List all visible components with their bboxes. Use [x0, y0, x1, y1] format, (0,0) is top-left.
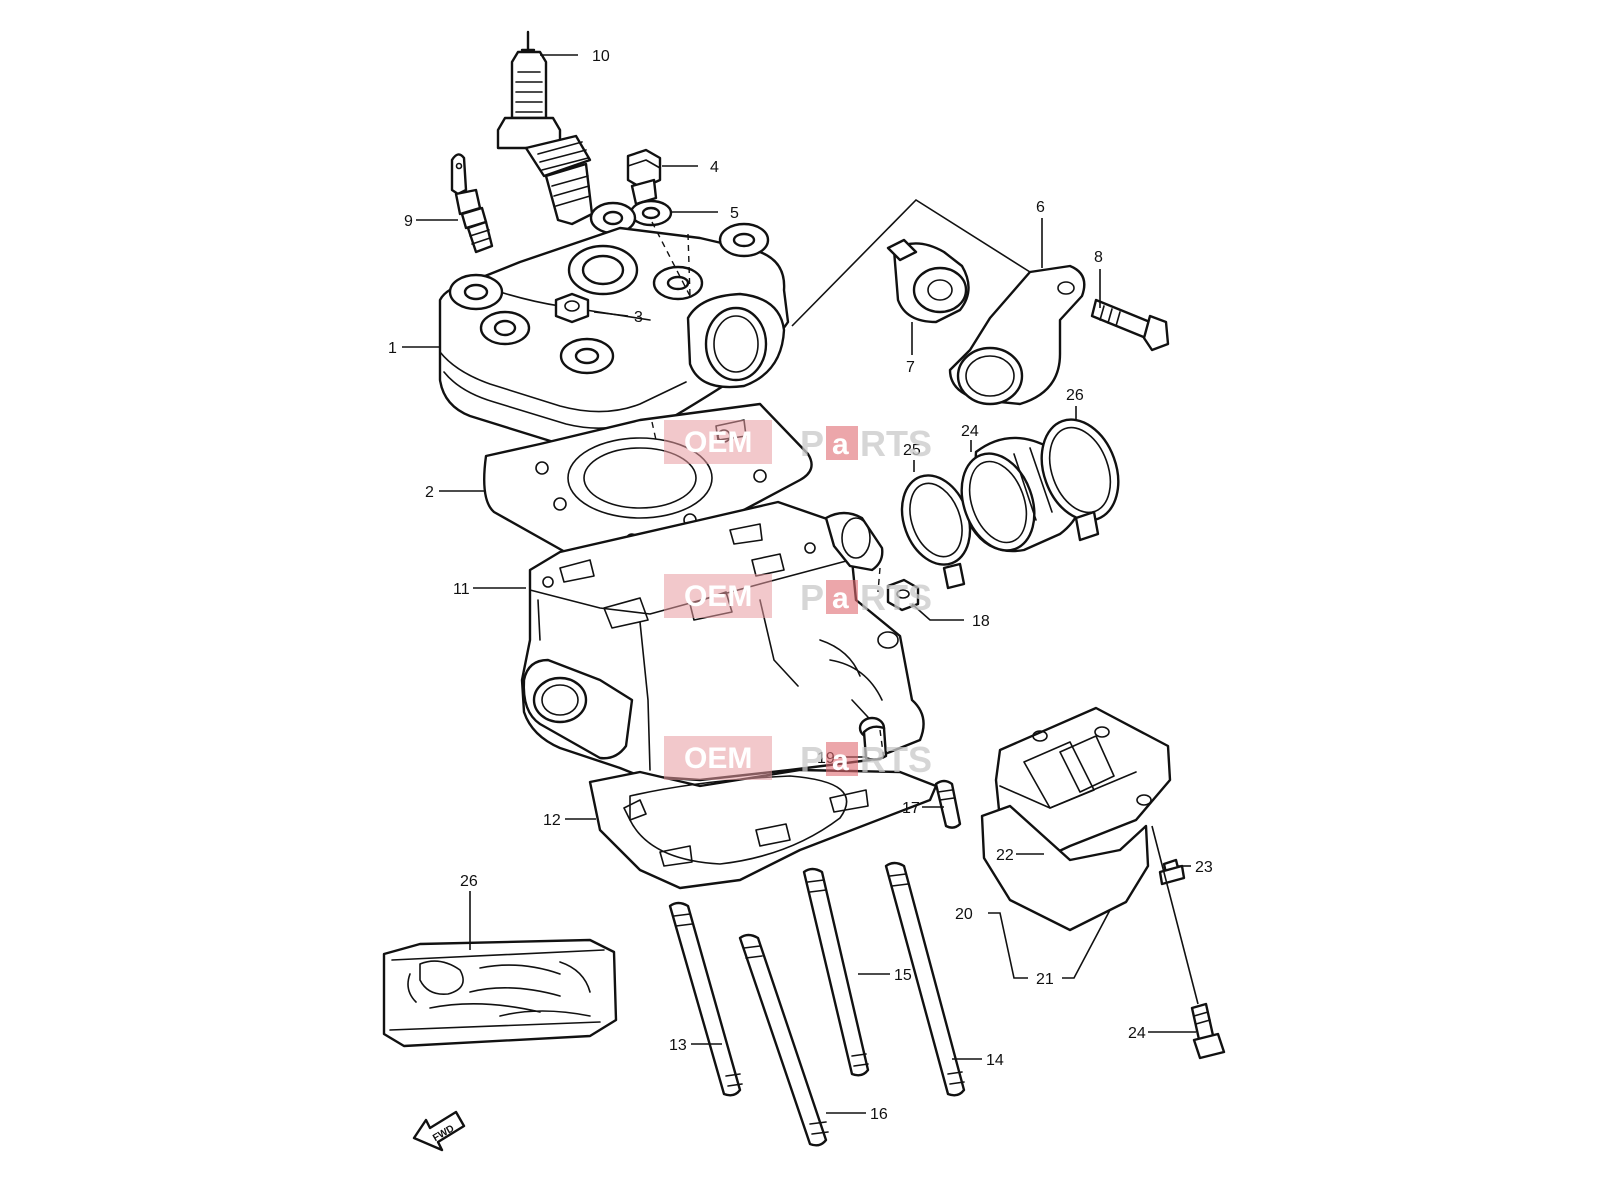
svg-text:OEM: OEM — [684, 742, 752, 775]
gasket-set-part — [382, 938, 618, 1048]
callout-22: 22 — [996, 847, 1014, 864]
callout-4: 4 — [710, 159, 719, 176]
callout-7: 7 — [906, 359, 915, 376]
callout-12: 12 — [543, 812, 561, 829]
callout-26-right: 26 — [1066, 387, 1084, 404]
watermark-top: OEM P a RTS — [664, 420, 932, 464]
callout-1: 1 — [388, 340, 397, 357]
stud-16-part — [738, 933, 829, 1147]
callout-9: 9 — [404, 213, 413, 230]
callout-15: 15 — [894, 967, 912, 984]
stud-15-part — [802, 867, 870, 1077]
watermark-middle: OEM P a RTS — [664, 574, 932, 618]
dowel-pin-part — [934, 779, 962, 829]
thermostat-part — [886, 238, 970, 324]
svg-text:RTS: RTS — [860, 739, 932, 780]
callout-2: 2 — [425, 484, 434, 501]
svg-text:P: P — [800, 739, 824, 780]
callout-10: 10 — [592, 48, 610, 65]
svg-text:OEM: OEM — [684, 580, 752, 613]
stud-14-part — [884, 861, 966, 1097]
callout-26-left: 25 — [903, 442, 921, 459]
callout-11: 11 — [453, 581, 470, 598]
svg-text:P: P — [800, 577, 824, 618]
svg-text:a: a — [832, 428, 849, 461]
callout-16: 16 — [870, 1106, 888, 1123]
svg-text:RTS: RTS — [860, 423, 932, 464]
callout-27: 26 — [460, 873, 478, 890]
svg-text:RTS: RTS — [860, 577, 932, 618]
callout-6: 6 — [1036, 199, 1045, 216]
thermostat-cover-part — [948, 264, 1086, 406]
callout-3: 3 — [634, 309, 643, 326]
callout-25: 24 — [961, 423, 979, 440]
cylinder-part — [520, 500, 925, 782]
callout-5: 5 — [730, 205, 739, 222]
bolt-24-part — [1190, 1002, 1226, 1060]
clamp-26-right-part — [1040, 418, 1120, 542]
svg-text:a: a — [832, 744, 849, 777]
temp-sensor-part — [450, 153, 494, 254]
cylinder-head-part — [438, 222, 790, 447]
clamp-26-left-part — [900, 474, 972, 590]
bolt-18-part — [886, 578, 920, 612]
callout-23: 23 — [1195, 859, 1213, 876]
bolt-8-part — [1090, 298, 1170, 352]
stud-13-part — [668, 901, 743, 1097]
fwd-arrow-icon: FWD — [412, 1110, 466, 1152]
reed-valve-part — [994, 706, 1172, 862]
svg-text:P: P — [800, 423, 824, 464]
watermark-bottom: OEM P a RTS — [664, 736, 932, 780]
flange-nut-part — [626, 148, 662, 206]
svg-text:OEM: OEM — [684, 426, 752, 459]
svg-text:a: a — [832, 582, 849, 615]
washer-part — [629, 199, 673, 227]
callout-8: 8 — [1094, 249, 1103, 266]
callout-24: 24 — [1128, 1025, 1146, 1042]
callout-17: 17 — [902, 800, 920, 817]
callout-13: 13 — [669, 1037, 687, 1054]
callout-18: 18 — [972, 613, 990, 630]
callout-20: 20 — [955, 906, 973, 923]
callout-21: 21 — [1036, 971, 1054, 988]
reed-plate-part — [980, 804, 1150, 932]
base-gasket-part — [588, 768, 938, 890]
callout-14: 14 — [986, 1052, 1004, 1069]
spark-plug-part — [496, 30, 594, 226]
